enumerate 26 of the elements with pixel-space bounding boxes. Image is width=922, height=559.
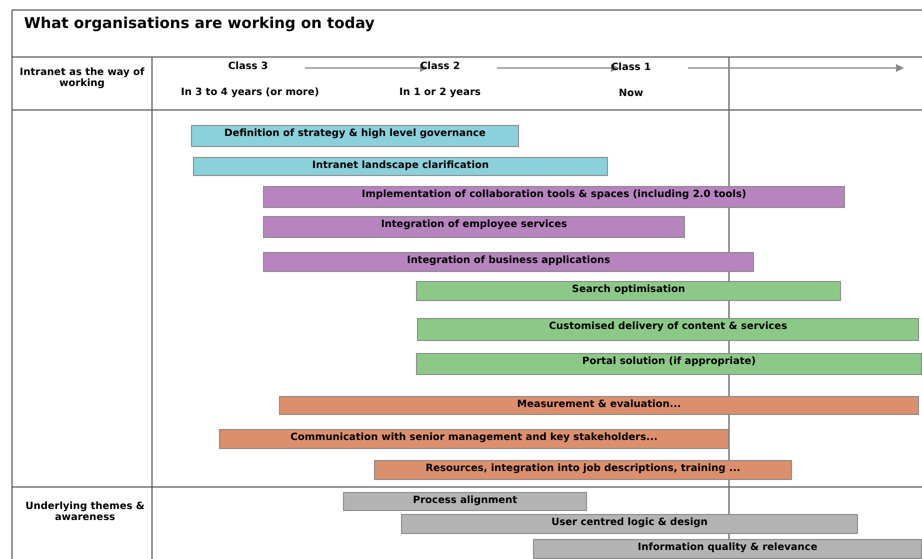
stage-heading: Class 1 [596,62,666,76]
time-label: In 3 to 4 years (or more) [180,87,320,98]
timeline-bar: Process alignment [343,492,587,511]
arrow [688,64,904,72]
timeline-bar: Search optimisation [416,281,841,301]
row-label: Underlying themes & awareness [24,501,146,523]
stage-heading: Class 3 [213,61,283,75]
timeline-bar: Integration of employee services [263,216,685,238]
timeline-bar: Information quality & relevance [533,539,922,559]
timeline-bar: Communication with senior management and key stakeholders... [219,429,729,449]
time-label: Now [618,88,644,99]
time-label: In 1 or 2 years [398,87,482,98]
timeline-bar: Resources, integration into job descriptions, training ... [374,460,792,480]
timeline-bar: Integration of business applications [263,252,754,272]
arrow [305,64,428,72]
stage-heading: Class 2 [405,61,475,75]
timeline-bar: Portal solution (if appropriate) [416,353,922,375]
timeline-bar: Definition of strategy & high level governance [191,125,519,147]
row-label: Intranet as the way of working [18,67,146,89]
timeline-bar: Implementation of collaboration tools & spaces (including 2.0 tools) [263,186,845,208]
timeline-bar: Measurement & evaluation... [279,396,919,415]
diagram-title: What organisations are working on today [24,14,375,32]
arrow [497,64,619,72]
timeline-bar: Customised delivery of content & services [417,318,919,341]
timeline-bar: User centred logic & design [401,514,858,534]
timeline-bar: Intranet landscape clarification [193,157,608,176]
